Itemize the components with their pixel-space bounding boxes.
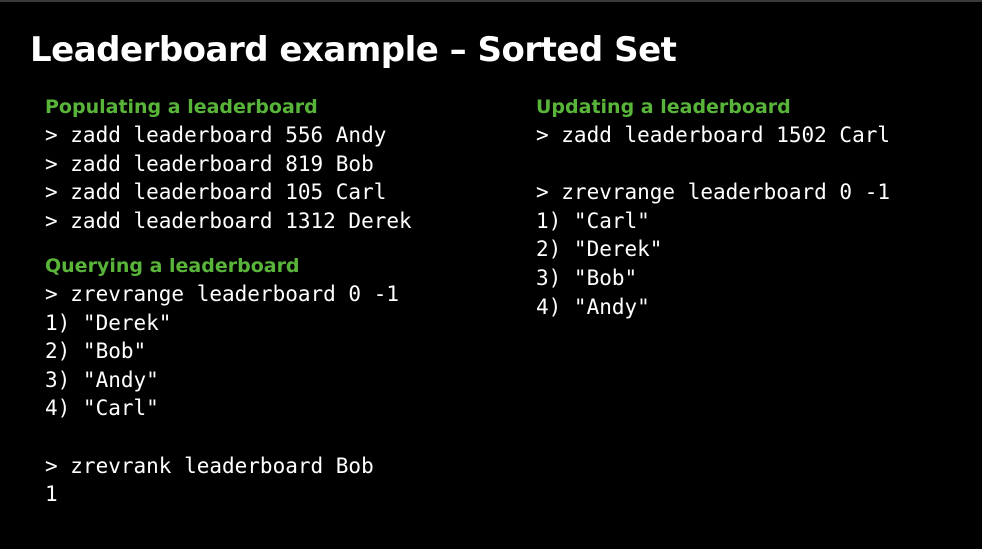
zrevrange-result-line: 4) "Andy" [536, 294, 650, 319]
zrevrange-result-line: 3) "Andy" [45, 367, 159, 392]
zrevrange-command: > zrevrange leaderboard 0 -1 [536, 180, 891, 205]
zrevrange-command: > zrevrange leaderboard 0 -1 [45, 282, 400, 306]
zrevrange-result-line: 1) "Carl" [536, 208, 650, 233]
zadd-derek-command: > zadd leaderboard 1312 Derek [45, 208, 412, 233]
zrevrank-result: 1 [45, 482, 58, 507]
populating-section: Populating a leaderboard > zadd leaderbo… [45, 93, 412, 235]
querying-heading: Querying a leaderboard [45, 255, 300, 277]
updating-section: Updating a leaderboard > zadd leaderboar… [536, 93, 890, 321]
zrevrange-result-line: 3) "Bob" [536, 265, 638, 290]
zrevrange-result-line: 2) "Bob" [45, 339, 147, 364]
blank-line [536, 150, 890, 179]
zrevrange-result-line: 2) "Derek" [536, 237, 663, 262]
zadd-carl-command: > zadd leaderboard 105 Carl [45, 180, 387, 205]
blank-line [45, 423, 399, 452]
slide-title: Leaderboard example – Sorted Set [30, 30, 677, 70]
querying-section: Querying a leaderboard > zrevrange leade… [45, 252, 399, 509]
zrevrank-command: > zrevrank leaderboard Bob [45, 453, 374, 478]
zadd-bob-command: > zadd leaderboard 819 Bob [45, 151, 374, 176]
populating-heading: Populating a leaderboard [45, 96, 318, 118]
zrevrange-result-line: 4) "Carl" [45, 396, 159, 421]
zadd-andy-command: > zadd leaderboard 556 Andy [45, 123, 387, 147]
zadd-update-command: > zadd leaderboard 1502 Carl [536, 123, 891, 147]
zrevrange-result-line: 1) "Derek" [45, 310, 172, 335]
updating-heading: Updating a leaderboard [536, 96, 791, 118]
